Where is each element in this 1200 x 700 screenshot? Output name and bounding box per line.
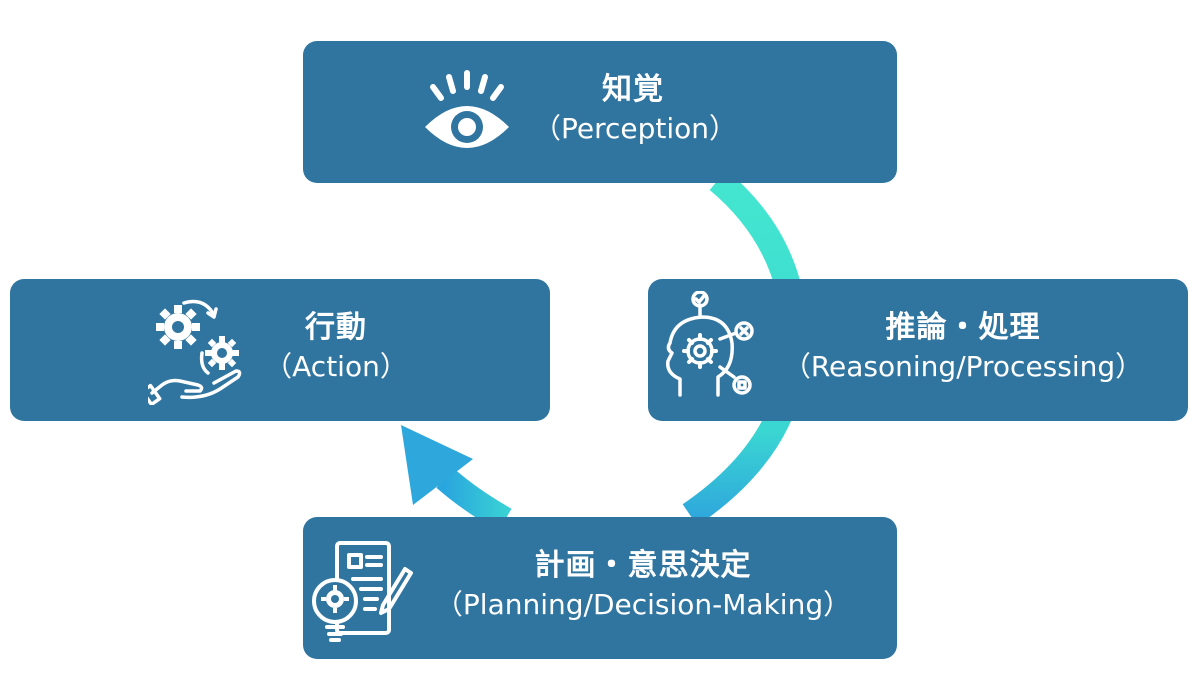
planning-subtitle: （Planning/Decision-Making） bbox=[434, 588, 852, 621]
cycle-arc-left bbox=[436, 468, 512, 532]
planning-title: 計画・意思決定 bbox=[534, 548, 752, 583]
head-gear-icon bbox=[666, 291, 754, 397]
node-reasoning: 推論・処理 （Reasoning/Processing） bbox=[648, 279, 1188, 421]
document-bulb-icon bbox=[312, 541, 413, 642]
reasoning-subtitle: （Reasoning/Processing） bbox=[782, 350, 1144, 383]
node-perception: 知覚 （Perception） bbox=[303, 41, 897, 183]
gears-hand-icon bbox=[148, 299, 242, 405]
perception-title: 知覚 bbox=[602, 72, 664, 107]
eye-icon bbox=[425, 70, 509, 148]
perception-subtitle: （Perception） bbox=[533, 112, 738, 145]
node-action: 行動 （Action） bbox=[10, 279, 550, 421]
node-planning: 計画・意思決定 （Planning/Decision-Making） bbox=[303, 517, 897, 659]
cycle-arrowhead bbox=[401, 425, 473, 505]
action-title: 行動 bbox=[305, 310, 367, 345]
reasoning-title: 推論・処理 bbox=[885, 310, 1041, 345]
action-subtitle: （Action） bbox=[264, 350, 408, 383]
